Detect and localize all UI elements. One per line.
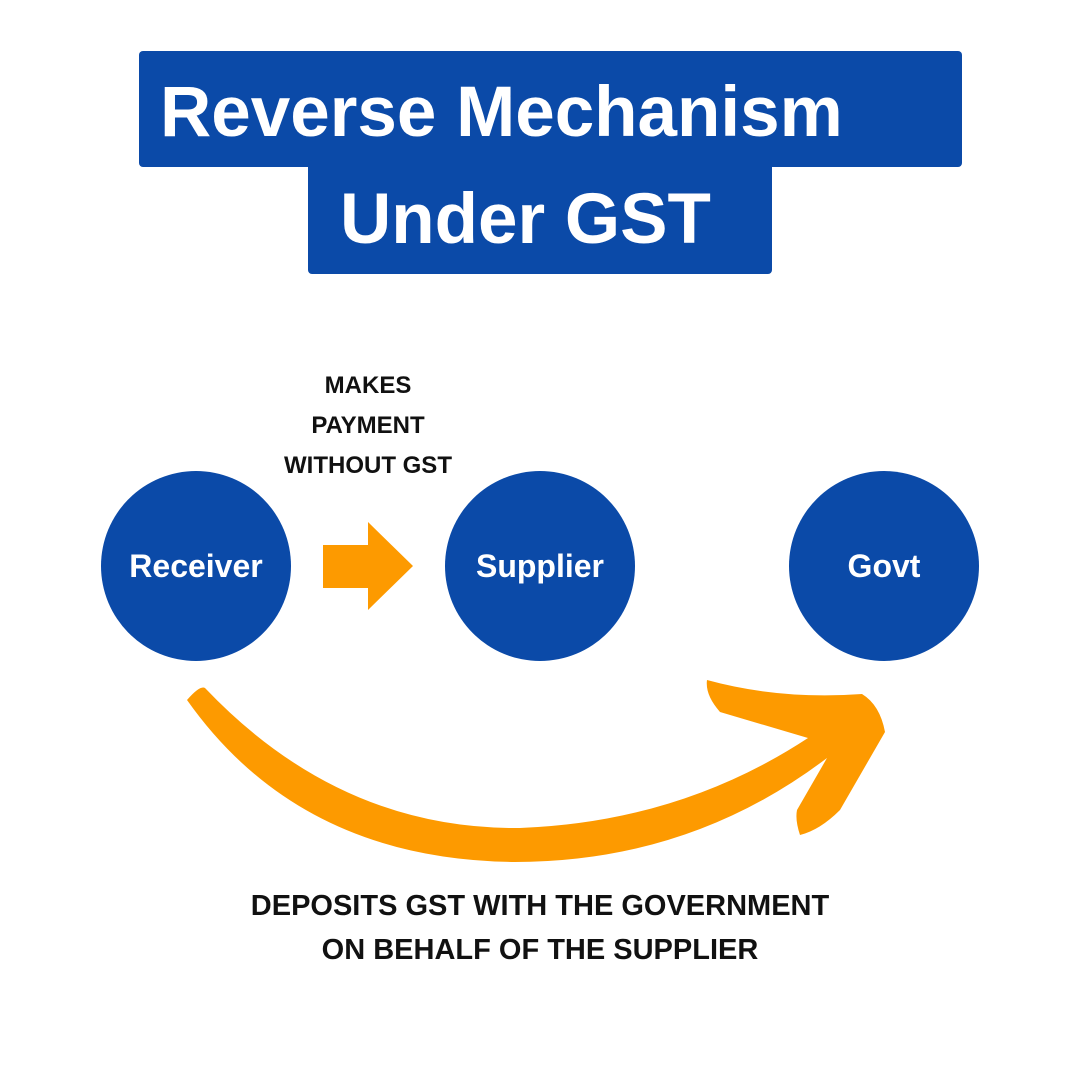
node-supplier-label: Supplier bbox=[475, 547, 604, 584]
title-box-top bbox=[139, 51, 962, 167]
node-govt: Govt bbox=[789, 471, 979, 661]
node-supplier: Supplier bbox=[445, 471, 635, 661]
node-receiver-label: Receiver bbox=[129, 547, 263, 584]
payment-arrow-icon bbox=[323, 522, 413, 610]
deposit-label-line2: ON BEHALF OF THE SUPPLIER bbox=[321, 934, 759, 966]
payment-label-line2: PAYMENT bbox=[311, 412, 425, 439]
node-govt-label: Govt bbox=[847, 547, 921, 584]
payment-label-line1: MAKES bbox=[324, 372, 412, 399]
deposit-curved-arrow-icon bbox=[187, 680, 885, 862]
payment-label-line3: WITHOUT GST bbox=[284, 452, 452, 479]
page-title-line2: Under GST bbox=[340, 180, 711, 259]
deposit-label: DEPOSITS GST WITH THE GOVERNMENT ON BEHA… bbox=[140, 884, 940, 972]
payment-label: MAKES PAYMENT WITHOUT GST bbox=[238, 366, 498, 486]
title-box-bottom bbox=[308, 160, 772, 274]
node-receiver: Receiver bbox=[101, 471, 291, 661]
page-title-line1: Reverse Mechanism bbox=[160, 73, 843, 152]
deposit-label-line1: DEPOSITS GST WITH THE GOVERNMENT bbox=[250, 890, 830, 922]
